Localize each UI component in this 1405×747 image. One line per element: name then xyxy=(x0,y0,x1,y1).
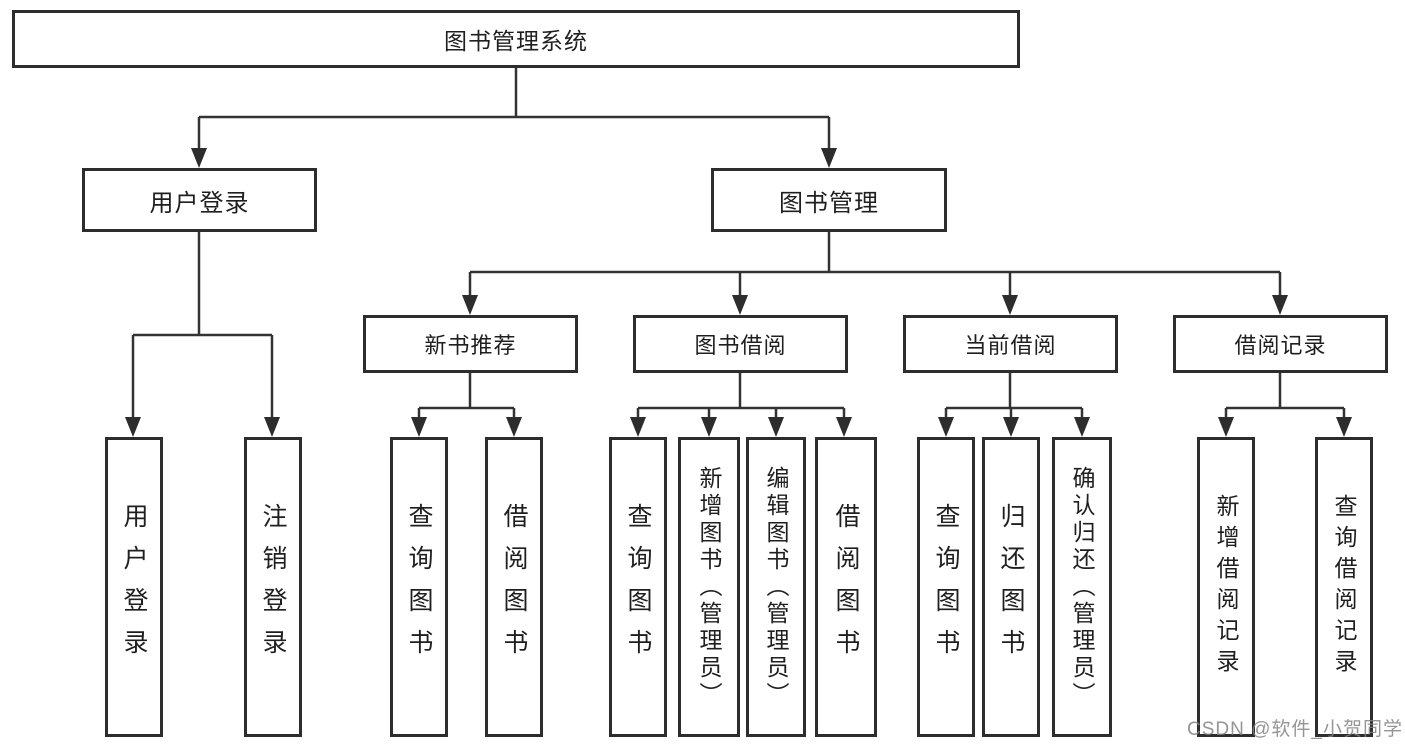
node-label: 借阅记录 xyxy=(1234,333,1327,358)
node-book-borrowing: 图书借阅 xyxy=(633,315,848,373)
leaf-add-book-admin: 新增图书（管理员） xyxy=(678,437,740,737)
node-label: 归还图书 xyxy=(997,503,1025,671)
node-label: 注销登录 xyxy=(259,503,287,671)
node-label: 图书管理系统 xyxy=(444,28,588,54)
node-label: 确认归还（管理员） xyxy=(1069,465,1095,709)
node-label: 新增借阅记录 xyxy=(1213,494,1239,680)
node-label: 新增图书（管理员） xyxy=(696,465,722,709)
node-label: 借阅图书 xyxy=(832,503,860,671)
node-library-management-system: 图书管理系统 xyxy=(12,10,1020,68)
node-label: 新书推荐 xyxy=(424,333,517,358)
leaf-borrow-books: 借阅图书 xyxy=(815,437,877,737)
node-label: 查询图书 xyxy=(624,503,652,671)
leaf-query-books: 查询图书 xyxy=(609,437,667,737)
node-label: 查询图书 xyxy=(932,503,960,671)
leaf-edit-book-admin: 编辑图书（管理员） xyxy=(746,437,806,737)
node-label: 当前借阅 xyxy=(964,333,1057,358)
node-borrowing-records: 借阅记录 xyxy=(1173,315,1388,373)
node-label: 用户登录 xyxy=(120,503,148,671)
node-new-book-recommend: 新书推荐 xyxy=(363,315,578,373)
node-label: 图书管理 xyxy=(779,189,879,217)
leaf-borrow-books: 借阅图书 xyxy=(485,437,543,737)
leaf-query-books: 查询图书 xyxy=(917,437,975,737)
node-label: 查询图书 xyxy=(405,503,433,671)
node-label: 查询借阅记录 xyxy=(1331,494,1357,680)
node-label: 借阅图书 xyxy=(500,503,528,671)
leaf-confirm-return-admin: 确认归还（管理员） xyxy=(1052,437,1112,737)
node-current-borrowing: 当前借阅 xyxy=(903,315,1118,373)
node-label: 编辑图书（管理员） xyxy=(763,465,789,709)
csdn-watermark: CSDN @软件_小贺同学 xyxy=(1187,719,1403,740)
leaf-query-borrow-record: 查询借阅记录 xyxy=(1315,437,1373,737)
node-label: 图书借阅 xyxy=(694,333,787,358)
leaf-logout: 注销登录 xyxy=(244,437,302,737)
leaf-user-login: 用户登录 xyxy=(105,437,163,737)
leaf-query-books: 查询图书 xyxy=(390,437,448,737)
node-user-login: 用户登录 xyxy=(82,168,317,232)
node-label: 用户登录 xyxy=(149,189,250,217)
leaf-return-book: 归还图书 xyxy=(982,437,1040,737)
leaf-add-borrow-record: 新增借阅记录 xyxy=(1197,437,1255,737)
node-book-management: 图书管理 xyxy=(711,168,947,232)
